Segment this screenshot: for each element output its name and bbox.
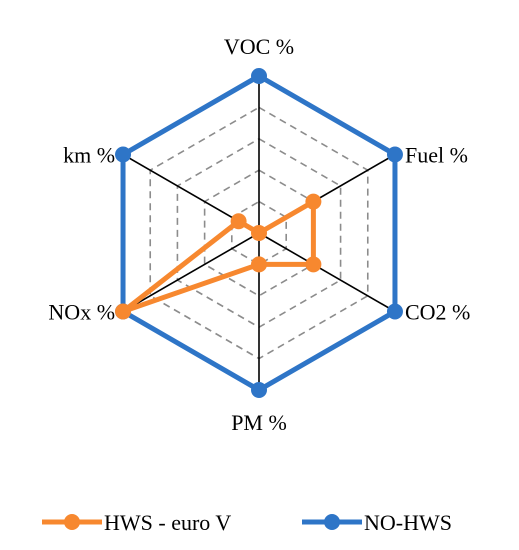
legend-swatch-marker-hws-euro-v [64, 514, 80, 530]
axis-label-3: PM % [231, 410, 287, 435]
data-point-hws-euro-v-5 [230, 213, 247, 230]
legend-swatch-marker-no-hws [324, 514, 340, 530]
axis-label-2: CO2 % [405, 300, 470, 325]
axis-label-4: NOx % [48, 300, 115, 325]
data-point-no-hws-0 [251, 68, 267, 84]
data-point-hws-euro-v-3 [251, 256, 267, 273]
data-point-hws-euro-v-1 [305, 193, 322, 210]
legend: HWS - euro V NO-HWS [42, 510, 452, 535]
axis-spoke-2 [258, 232, 396, 313]
legend-item-hws-euro-v: HWS - euro V [42, 510, 231, 535]
data-point-no-hws-2 [386, 303, 403, 320]
axis-spoke-4 [122, 232, 260, 313]
legend-label-hws-euro-v: HWS - euro V [104, 510, 231, 535]
legend-label-no-hws: NO-HWS [364, 510, 452, 535]
data-point-hws-euro-v-4 [115, 303, 132, 320]
axis-label-0: VOC % [224, 34, 294, 59]
axis-labels: VOC % Fuel % CO2 % PM % NOx % km % [48, 34, 470, 435]
series-layer [115, 68, 403, 398]
data-point-no-hws-1 [386, 146, 403, 163]
axis-label-5: km % [63, 143, 115, 168]
data-point-hws-euro-v-0 [251, 225, 267, 241]
legend-item-no-hws: NO-HWS [302, 510, 452, 535]
data-point-hws-euro-v-2 [305, 256, 322, 273]
data-point-no-hws-5 [115, 146, 132, 163]
data-point-no-hws-3 [251, 382, 267, 398]
axis-label-1: Fuel % [405, 143, 468, 168]
series-hws-euro-v [115, 193, 322, 320]
